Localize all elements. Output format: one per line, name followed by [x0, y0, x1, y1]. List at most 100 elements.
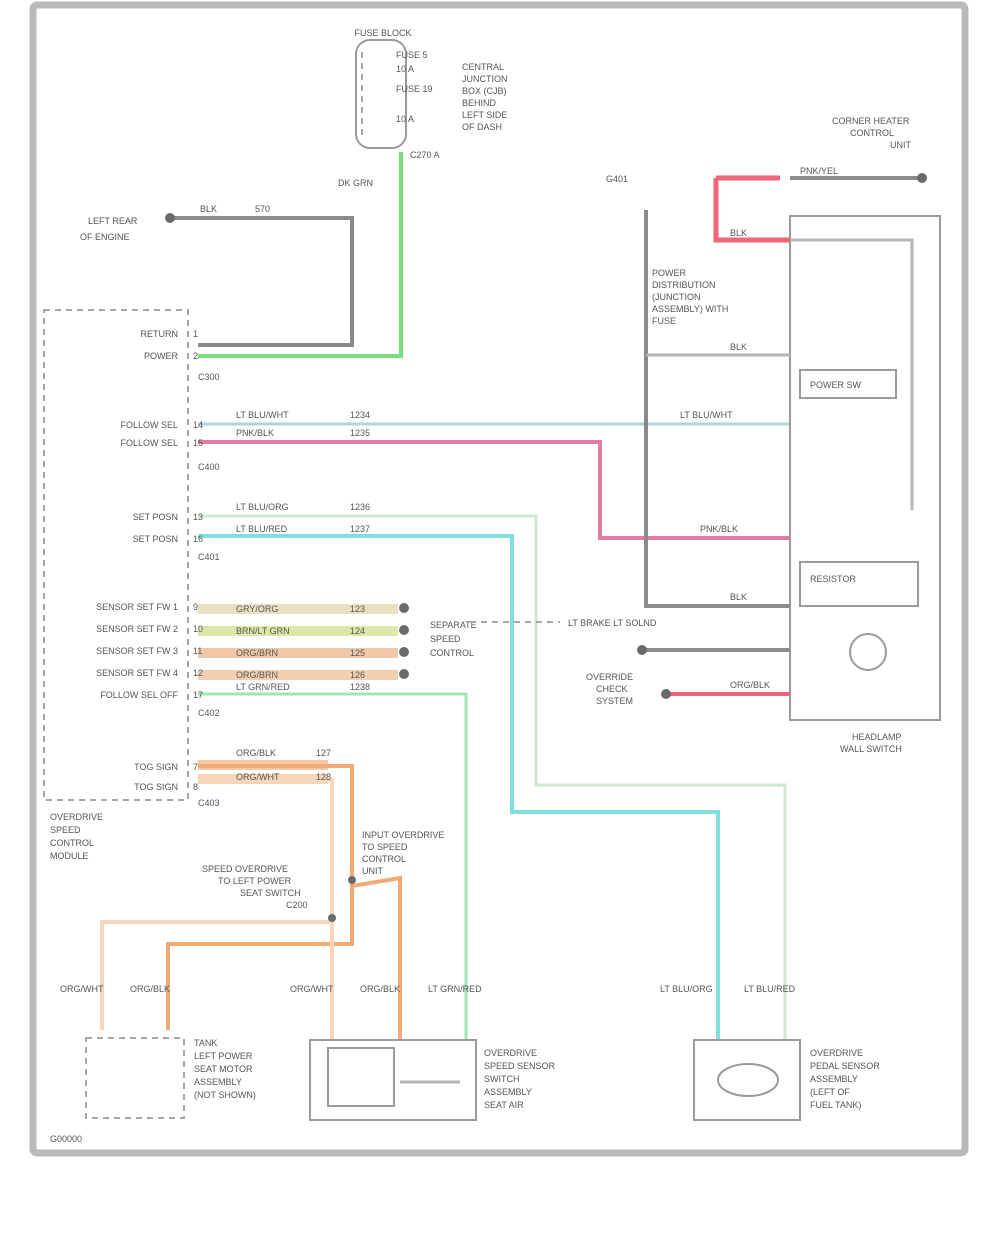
pin-follow-sel-off: FOLLOW SEL OFF 17 LT GRN/RED 1238 — [100, 682, 370, 700]
fuse-block-desc: JUNCTION — [462, 74, 508, 84]
splice-note: CONTROL — [430, 648, 474, 658]
svg-text:SENSOR SET FW 3: SENSOR SET FW 3 — [96, 646, 178, 656]
pin-follow-sel-2: FOLLOW SEL 15 PNK/BLK 1235 — [120, 428, 370, 448]
svg-text:13: 13 — [193, 512, 203, 522]
svg-text:SET POSN: SET POSN — [133, 534, 178, 544]
splice-text: TO LEFT POWER — [218, 876, 292, 886]
hs-wire: ORG/BLK — [730, 680, 770, 690]
svg-text:ASSEMBLY: ASSEMBLY — [484, 1087, 532, 1097]
splice-dot — [348, 876, 356, 884]
svg-text:128: 128 — [316, 772, 331, 782]
connector-label: C402 — [198, 708, 220, 718]
splice-text: SPEED OVERDRIVE — [202, 864, 288, 874]
hs-wire: PNK/BLK — [700, 524, 738, 534]
wire-tog-sign-1 — [166, 764, 354, 1030]
svg-text:BRN/LT GRN: BRN/LT GRN — [236, 626, 290, 636]
module-name: OVERDRIVE — [50, 812, 103, 822]
hs-top-note: UNIT — [890, 140, 911, 150]
svg-text:127: 127 — [316, 748, 331, 758]
pin-set-posn-2: SET POSN 16 LT BLU/RED 1237 — [133, 524, 370, 544]
ground-icon — [165, 213, 175, 223]
lower-wire-label: ORG/BLK — [130, 984, 170, 994]
svg-text:17: 17 — [193, 690, 203, 700]
svg-text:TOG SIGN: TOG SIGN — [134, 782, 178, 792]
svg-text:LT GRN/RED: LT GRN/RED — [236, 682, 290, 692]
hs-side-note: DISTRIBUTION — [652, 280, 716, 290]
hs-box: RESISTOR — [810, 574, 856, 584]
pin-tog-sign-1: TOG SIGN 7 ORG/BLK 127 — [134, 748, 331, 772]
fuse-label: FUSE 19 — [396, 84, 433, 94]
svg-text:RETURN: RETURN — [141, 329, 179, 339]
component-pedal-sensor: OVERDRIVE PEDAL SENSOR ASSEMBLY (LEFT OF… — [693, 1039, 880, 1121]
svg-text:OVERDRIVE: OVERDRIVE — [810, 1048, 863, 1058]
svg-text:124: 124 — [350, 626, 365, 636]
figure-code: G00000 — [50, 1134, 82, 1144]
splice-text: C200 — [286, 900, 308, 910]
svg-text:OVERDRIVE: OVERDRIVE — [484, 1048, 537, 1058]
pin-tog-sign-2: TOG SIGN 8 ORG/WHT 128 — [134, 772, 331, 792]
hs-wire: PNK/YEL — [800, 166, 838, 176]
module-name: CONTROL — [50, 838, 94, 848]
svg-text:1238: 1238 — [350, 682, 370, 692]
lower-wire-label: ORG/WHT — [60, 984, 104, 994]
svg-text:POWER: POWER — [144, 351, 179, 361]
wire-follow-sel-2 — [198, 440, 790, 540]
svg-text:125: 125 — [350, 648, 365, 658]
lamp-ground-label: OF ENGINE — [80, 232, 130, 242]
svg-text:8: 8 — [193, 782, 198, 792]
switch-text: UNIT — [362, 866, 383, 876]
svg-text:16: 16 — [193, 534, 203, 544]
fuse-block-desc: BEHIND — [462, 98, 497, 108]
splice-note: SPEED — [430, 634, 461, 644]
pin-sensor-2: SENSOR SET FW 2 10 BRN/LT GRN 124 — [96, 624, 365, 636]
switch-text: TO SPEED — [362, 842, 408, 852]
svg-text:LT BLU/RED: LT BLU/RED — [236, 524, 288, 534]
svg-text:TANK: TANK — [194, 1038, 217, 1048]
wire-set-posn-2 — [198, 534, 720, 1040]
hs-side-note: FUSE — [652, 316, 676, 326]
sensor-connector-dots — [399, 603, 409, 679]
pin-set-posn-1: SET POSN 13 LT BLU/ORG 1236 — [133, 502, 370, 522]
hs-left-note: CHECK — [596, 684, 628, 694]
pin-sensor-3: SENSOR SET FW 3 11 ORG/BRN 125 — [96, 646, 365, 658]
splice-note: SEPARATE — [430, 620, 477, 630]
svg-text:SPEED SENSOR: SPEED SENSOR — [484, 1061, 556, 1071]
hs-wire: BLK — [730, 228, 747, 238]
connector-label: C300 — [198, 372, 220, 382]
pin-sensor-1: SENSOR SET FW 1 9 GRY/ORG 123 — [96, 602, 365, 614]
svg-text:1234: 1234 — [350, 410, 370, 420]
svg-text:SET POSN: SET POSN — [133, 512, 178, 522]
svg-text:ORG/WHT: ORG/WHT — [236, 772, 280, 782]
hs-wire: LT BLU/WHT — [680, 410, 733, 420]
svg-text:ORG/BRN: ORG/BRN — [236, 670, 278, 680]
hs-ground: G401 — [606, 174, 628, 184]
wire-label: BLK — [200, 204, 217, 214]
fuse-block-desc: OF DASH — [462, 122, 502, 132]
svg-text:2: 2 — [193, 351, 198, 361]
wire-power-green — [198, 152, 403, 358]
fuse-block-title: FUSE BLOCK — [354, 28, 411, 38]
hs-wire: BLK — [730, 342, 747, 352]
svg-text:SWITCH: SWITCH — [484, 1074, 520, 1084]
lower-wire-label: LT GRN/RED — [428, 984, 482, 994]
fuse-block-desc: LEFT SIDE — [462, 110, 507, 120]
svg-text:FOLLOW SEL: FOLLOW SEL — [120, 438, 178, 448]
wire-follow-sel-off — [198, 692, 468, 1040]
svg-text:12: 12 — [193, 668, 203, 678]
svg-text:1235: 1235 — [350, 428, 370, 438]
lower-wire-label: ORG/BLK — [360, 984, 400, 994]
svg-text:PNK/BLK: PNK/BLK — [236, 428, 274, 438]
svg-text:ORG/BRN: ORG/BRN — [236, 648, 278, 658]
hs-left-note: OVERRIDE — [586, 672, 633, 682]
wire-set-posn-1 — [198, 514, 787, 1040]
hs-top-note: CORNER HEATER — [832, 116, 910, 126]
outer-frame — [29, 1, 969, 1157]
hs-side-note: ASSEMBLY) WITH — [652, 304, 728, 314]
connector-label: C401 — [198, 552, 220, 562]
svg-text:1236: 1236 — [350, 502, 370, 512]
fuse-pin: C270 A — [410, 150, 440, 160]
svg-text:126: 126 — [350, 670, 365, 680]
fuse-label: 10 A — [396, 64, 414, 74]
connector-label: C400 — [198, 462, 220, 472]
hs-left-note: LT BRAKE LT SOLND — [568, 618, 657, 628]
